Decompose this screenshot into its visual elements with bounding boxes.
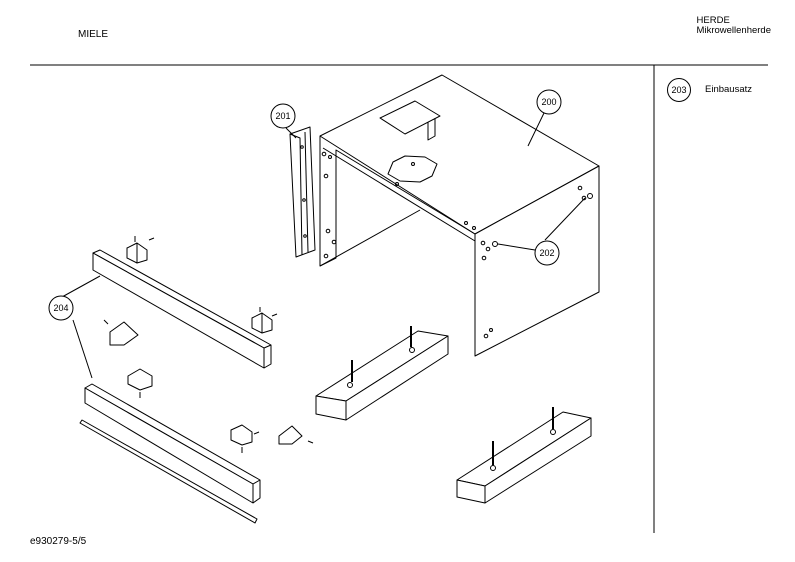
part-200-housing[interactable] [319,74,600,357]
svg-text:200: 200 [541,97,556,107]
legend-callout-203: 203 [667,78,691,102]
brand-label: MIELE [78,29,109,40]
foot-upper[interactable] [315,326,449,421]
brackets[interactable] [103,236,314,453]
svg-text:202: 202 [539,248,554,258]
part-204-lower-trim[interactable] [79,383,261,524]
part-204-upper-trim[interactable] [92,249,272,369]
subcategory-label: Mikrowellenherde [696,25,771,36]
callout-201: 201 [270,103,296,129]
svg-text:201: 201 [275,111,290,121]
category-label: HERDE [696,15,730,26]
callout-200: 200 [536,89,562,115]
svg-text:204: 204 [53,303,68,313]
part-201-side-rail[interactable] [289,126,316,258]
drawing-code: e930279-5/5 [30,536,87,547]
foot-lower[interactable] [456,407,592,504]
callout-204: 204 [48,295,74,321]
callout-202: 202 [534,240,560,266]
category-block: HERDE Mikrowellenherde [697,16,771,36]
legend-label-einbausatz: Einbausatz [705,84,753,95]
